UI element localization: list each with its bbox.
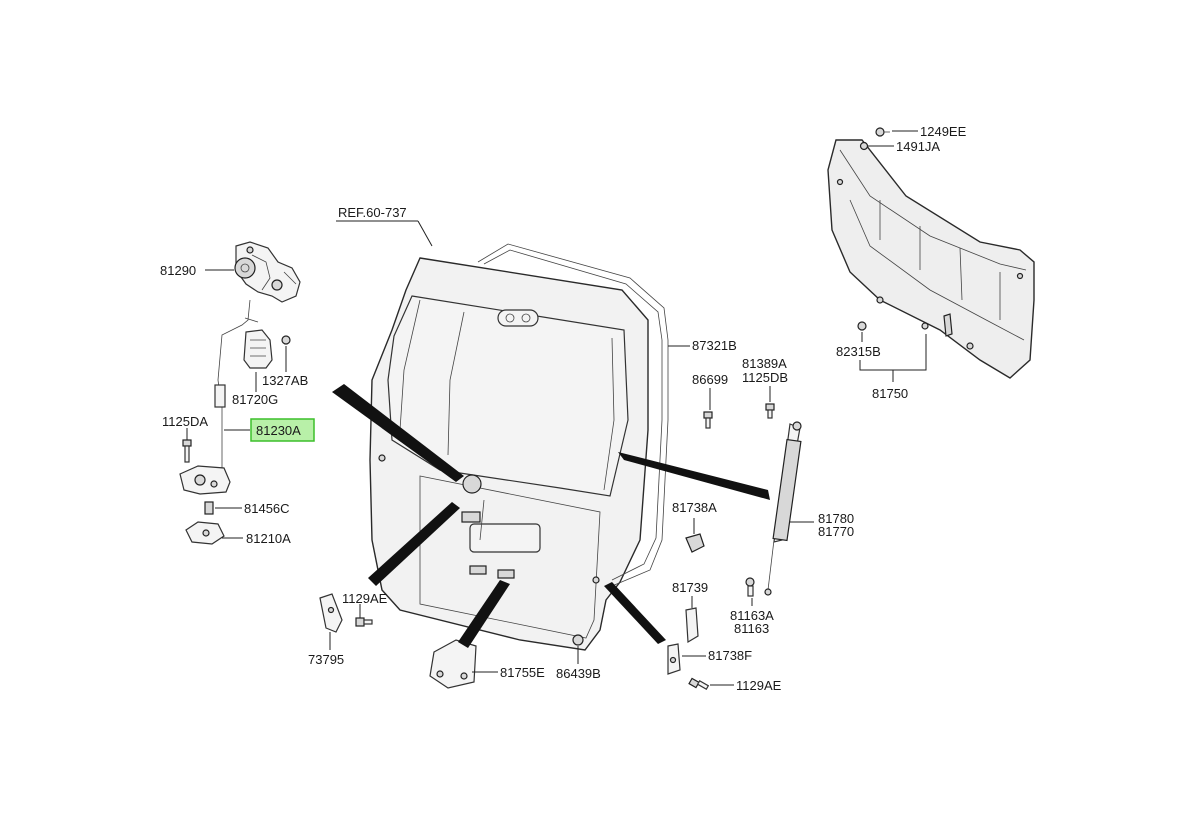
label-81163A[interactable]: 81163A <box>730 608 774 623</box>
tailgate-panel[interactable] <box>369 257 649 651</box>
clip-1491JA[interactable] <box>859 141 869 151</box>
hinge-81739[interactable] <box>685 607 699 644</box>
callout-labels: 81290 1327AB 81720G 1125DA 81230A 81456C… <box>160 124 967 693</box>
bolt-1129AE-right[interactable] <box>688 677 710 691</box>
label-1249EE[interactable]: 1249EE <box>920 124 967 139</box>
label-81780[interactable]: 81780 <box>818 511 854 526</box>
latch-assembly-81290[interactable] <box>234 241 301 303</box>
weatherstrip-87321B[interactable] <box>477 243 669 587</box>
label-ref[interactable]: REF.60-737 <box>338 205 407 220</box>
label-81456C[interactable]: 81456C <box>244 501 290 516</box>
label-86699[interactable]: 86699 <box>692 372 728 387</box>
label-81389A[interactable]: 81389A <box>742 356 787 371</box>
grommet-86439B[interactable] <box>572 634 584 646</box>
label-82315B[interactable]: 82315B <box>836 344 881 359</box>
label-1125DB[interactable]: 1125DB <box>742 370 788 385</box>
leader-bands <box>332 384 770 648</box>
label-81163[interactable]: 81163 <box>734 621 769 636</box>
label-1327AB[interactable]: 1327AB <box>262 373 308 388</box>
ball-stud-81163A[interactable] <box>745 577 755 597</box>
label-1129AE-left[interactable]: 1129AE <box>342 591 388 606</box>
bumper-81738A[interactable] <box>685 533 705 553</box>
label-86439B[interactable]: 86439B <box>556 666 601 681</box>
bracket-81738F[interactable] <box>667 643 681 675</box>
label-81210A[interactable]: 81210A <box>246 531 291 546</box>
bolt-1129AE-left[interactable] <box>355 617 373 627</box>
label-73795[interactable]: 73795 <box>308 652 344 667</box>
label-81720G[interactable]: 81720G <box>232 392 278 407</box>
lamp-81755E[interactable] <box>429 639 477 689</box>
hinge-73795[interactable] <box>319 593 343 633</box>
label-87321B[interactable]: 87321B <box>692 338 737 353</box>
label-81770[interactable]: 81770 <box>818 524 854 539</box>
gas-strut-81780[interactable] <box>764 421 802 596</box>
label-81750[interactable]: 81750 <box>872 386 908 401</box>
label-81738F[interactable]: 81738F <box>708 648 752 663</box>
bolt-1125DA[interactable] <box>182 439 192 463</box>
label-81230A[interactable]: 81230A <box>256 423 301 438</box>
striker-81210A[interactable] <box>185 521 225 545</box>
handle-bracket-81720G[interactable] <box>243 329 273 369</box>
label-81755E[interactable]: 81755E <box>500 665 545 680</box>
highlight-box-81230A <box>250 418 315 442</box>
nut-1327AB[interactable] <box>281 335 291 345</box>
label-1491JA[interactable]: 1491JA <box>896 139 940 154</box>
label-81738A[interactable]: 81738A <box>672 500 717 515</box>
label-81739[interactable]: 81739 <box>672 580 708 595</box>
latch-81456C[interactable] <box>179 465 231 495</box>
label-81290[interactable]: 81290 <box>160 263 196 278</box>
trim-panel-81750[interactable] <box>827 139 1035 379</box>
bolt-86699[interactable] <box>703 411 713 429</box>
bolt-1125DB[interactable] <box>765 403 775 419</box>
label-1125DA[interactable]: 1125DA <box>162 414 208 429</box>
label-1129AE-right[interactable]: 1129AE <box>736 678 782 693</box>
bolt-81456C[interactable] <box>204 501 214 515</box>
screw-1249EE[interactable] <box>875 127 890 137</box>
clip-82315B[interactable] <box>857 321 867 331</box>
